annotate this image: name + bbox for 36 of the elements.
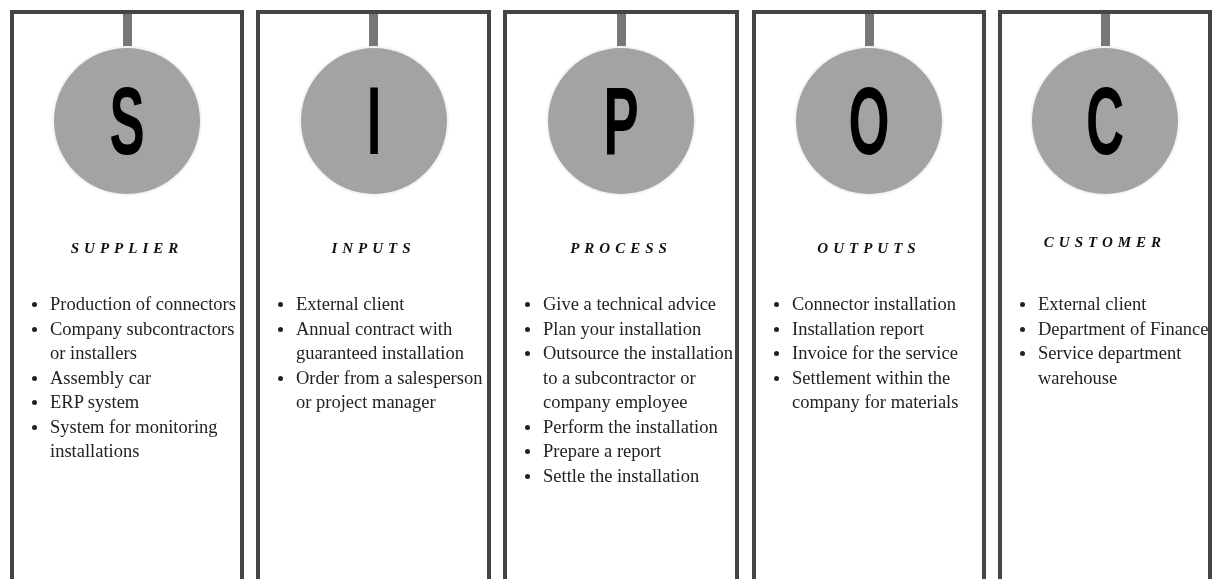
list-text: Invoice for the service xyxy=(792,343,958,363)
list-text: Prepare a report xyxy=(543,441,662,461)
column-heading: CUSTOMER xyxy=(1042,234,1168,251)
column-panel xyxy=(752,10,986,579)
column-panel xyxy=(998,10,1212,579)
initial-letter: S xyxy=(108,66,146,176)
list-text: Order from a salesperson or project manager xyxy=(296,367,483,412)
column-panel xyxy=(503,10,739,579)
list-text: Service department warehouse xyxy=(1038,343,1182,388)
column-heading: SUPPLIER xyxy=(69,240,185,257)
column-heading: OUTPUTS xyxy=(816,240,922,257)
list-text: Production of connectors xyxy=(50,294,236,314)
initial-letter: P xyxy=(602,66,640,176)
list-text: Perform the installation xyxy=(543,416,718,437)
list-text: Annual contract with guaranteed installation xyxy=(296,318,464,363)
column-heading: PROCESS xyxy=(569,240,673,257)
list-text: Company subcontractors or installers xyxy=(50,318,235,363)
initial-letter: I xyxy=(365,66,382,176)
list-text: Settlement within the company for materials xyxy=(792,367,959,412)
initial-letter: C xyxy=(1084,66,1126,176)
list-text: Installation report xyxy=(792,318,925,339)
list-text: Give a technical advice xyxy=(543,294,717,314)
list-text: System for monitoring installations xyxy=(50,416,218,461)
list-text: Assembly car xyxy=(50,367,152,388)
list-text: External client xyxy=(1038,294,1147,314)
column-panel xyxy=(10,10,244,579)
column-heading: INPUTS xyxy=(330,240,417,257)
column-panel xyxy=(256,10,491,579)
list-text: ERP system xyxy=(50,392,140,412)
list-text: External client xyxy=(296,294,405,314)
list-text: Settle the installation xyxy=(543,465,700,486)
list-text: Connector installation xyxy=(792,294,956,314)
initial-letter: O xyxy=(847,66,891,176)
list-text: Department of Finance xyxy=(1038,318,1209,339)
list-text: Plan your installation xyxy=(543,318,702,339)
list-text: Outsource the installation to a subcontractor or company employee xyxy=(543,343,734,412)
